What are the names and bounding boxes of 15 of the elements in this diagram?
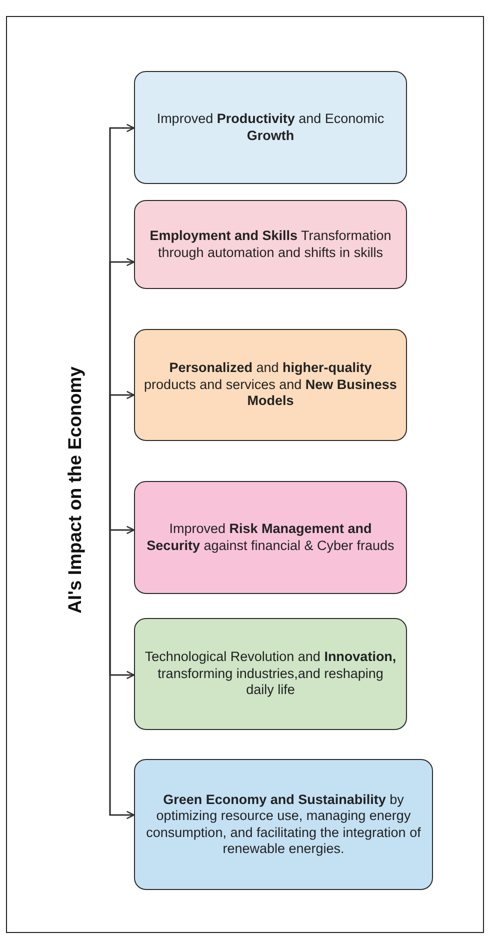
- impact-text: Improved Productivity and Economic Growth: [156, 111, 386, 144]
- impact-text: Personalized and higher-quality products and services and New Business Models: [143, 360, 398, 410]
- impact-text: Green Economy and Sustainability by optimizing resource use, managing energy consumption, and facilitating the integration of renewable energies.: [145, 792, 422, 858]
- impact-box: [134, 481, 407, 594]
- impact-text: Technological Revolution and Innovation, transforming industries,and reshaping daily life: [144, 649, 398, 699]
- impact-box: [134, 618, 407, 730]
- impact-box: [134, 200, 407, 289]
- heading-text: AI's Impact on the Economy: [64, 366, 86, 614]
- impact-text: Improved Risk Management and Security against financial & Cyber frauds: [146, 521, 396, 554]
- impact-box: [134, 329, 407, 441]
- arrow: [109, 489, 135, 820]
- impact-box: [134, 759, 433, 890]
- impact-box: [134, 71, 407, 184]
- arrow: [109, 390, 135, 491]
- impact-text: Employment and Skills Transformation through automation and shifts in skills: [148, 228, 392, 261]
